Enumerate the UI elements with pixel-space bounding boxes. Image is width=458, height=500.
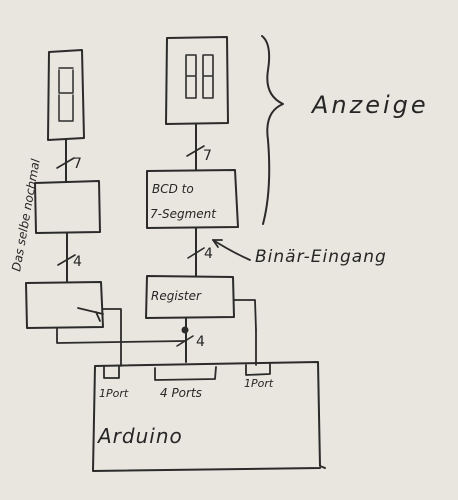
label-bus-7-left: 7: [73, 156, 82, 172]
junction-dot: [181, 326, 189, 334]
label-same-again: Das selbe nochmal: [9, 157, 43, 272]
label-bcd-line1: BCD to: [152, 182, 194, 196]
decoder-box-left: [34, 180, 101, 234]
label-register: Register: [151, 289, 202, 303]
bus-4-right-upper: [187, 227, 205, 277]
display-brace: [261, 35, 284, 225]
bus-7-right: [186, 123, 205, 171]
label-ports-middle: 4 Ports: [160, 386, 202, 400]
arduino-box: [92, 361, 326, 472]
left-register-enable-line: [102, 308, 122, 367]
label-display: Anzeige: [310, 91, 429, 119]
bus-4-left: [57, 232, 76, 282]
register-box-right: [145, 275, 235, 319]
label-arduino: Arduino: [96, 424, 183, 448]
label-bus-7-right: 7: [203, 148, 212, 164]
left-register-arrow: [77, 307, 104, 322]
port-left-marker: [103, 365, 120, 379]
bus-4-right-lower: [176, 317, 194, 363]
label-binary-input: Binär-Eingang: [255, 247, 387, 267]
seven-segment-display-left: [47, 49, 85, 141]
ports-middle-marker: [154, 366, 217, 381]
shared-data-bus: [56, 327, 186, 344]
label-port-right: 1Port: [244, 377, 274, 390]
binary-input-arrow: [212, 239, 251, 261]
port-right-marker: [245, 363, 271, 376]
bcd-decoder-box: [146, 169, 239, 229]
register-box-left: [25, 281, 104, 329]
label-bus-4-right-upper: 4: [204, 246, 213, 262]
label-bcd-line2: 7-Segment: [150, 207, 217, 221]
label-port-left: 1Port: [99, 387, 129, 400]
seven-segment-display-right: [165, 36, 229, 125]
label-bus-4-right-lower: 4: [196, 334, 205, 350]
register-clock-line: [233, 299, 257, 331]
bus-7-left: [56, 139, 75, 183]
label-bus-4-left: 4: [73, 254, 82, 270]
